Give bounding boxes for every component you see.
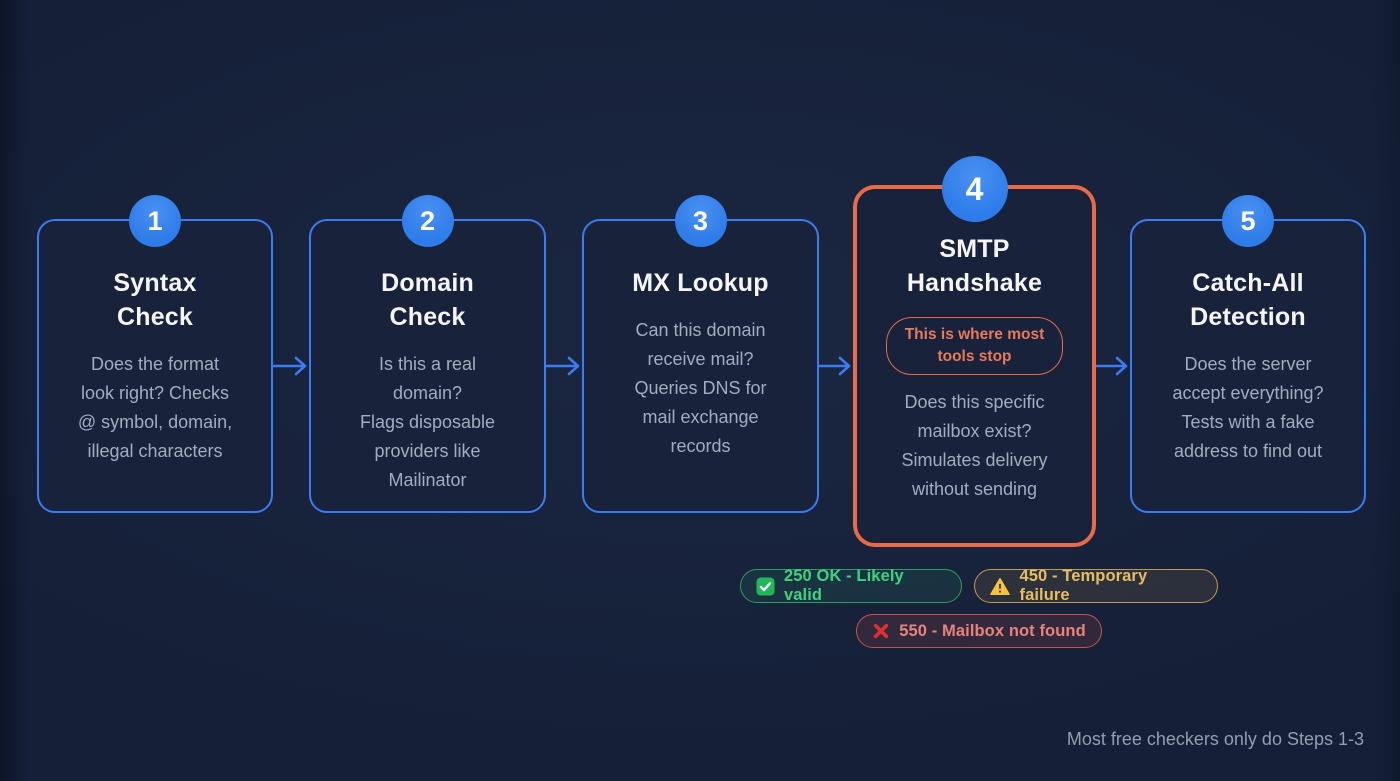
result-badge-550: 550 - Mailbox not found [856,614,1102,648]
step-number-badge: 3 [674,195,727,247]
step-number-badge: 4 [941,156,1008,222]
flow-arrow-icon [1096,353,1130,379]
step-number-badge: 5 [1222,195,1274,247]
flow-arrow-icon [273,353,309,379]
result-badge-label: 250 OK - Likely valid [784,567,904,604]
step-card-mx-lookup: 3 MX Lookup Can this domain receive mail… [582,195,819,513]
step-description: Does the server accept everything? Tests… [1172,353,1324,461]
flow-arrow-icon [819,353,853,379]
smtp-result-badges: 250 OK - Likely valid 450 - Temporary fa… [740,567,1218,648]
step-card-domain-check: 2 Domain Check Is this a real domain? Fl… [309,195,546,513]
step-card-catch-all-detection: 5 Catch-All Detection Does the server ac… [1130,195,1366,513]
step-number-badge: 2 [401,195,454,247]
step-description: Does the format look right? Checks @ sym… [77,353,233,461]
badge-row: 550 - Mailbox not found [856,614,1102,648]
step-description: Can this domain receive mail? Queries DN… [634,319,767,456]
result-badge-250: 250 OK - Likely valid [740,567,963,604]
footer-note: Most free checkers only do Steps 1-3 [1066,729,1364,749]
step-title: Syntax Check [113,269,197,331]
flow-arrow-icon [546,353,582,379]
step-card-syntax-check: 1 Syntax Check Does the format look righ… [37,195,273,513]
result-badge-label: 550 - Mailbox not found [899,621,1086,640]
badge-row: 250 OK - Likely valid 450 - Temporary fa… [740,567,1218,604]
tools-stop-callout: This is where most tools stop [885,316,1064,376]
check-icon [756,576,775,596]
warning-icon [990,577,1011,596]
step-description: Does this specific mailbox exist? Simula… [901,392,1048,500]
step-title: Catch-All Detection [1190,269,1306,331]
result-badge-label: 450 - Temporary failure [1019,567,1148,604]
step-description: Is this a real domain? Flags disposable … [359,353,496,490]
cross-icon [872,622,890,640]
step-card-smtp-handshake: 4 SMTP Handshake This is where most tool… [853,156,1096,547]
result-badge-450: 450 - Temporary failure [974,567,1218,604]
verification-flow: 1 Syntax Check Does the format look righ… [37,156,1366,547]
step-title: Domain Check [381,269,474,331]
step-number-badge: 1 [129,195,181,247]
step-title: SMTP Handshake [906,235,1043,297]
step-title: MX Lookup [632,269,769,297]
